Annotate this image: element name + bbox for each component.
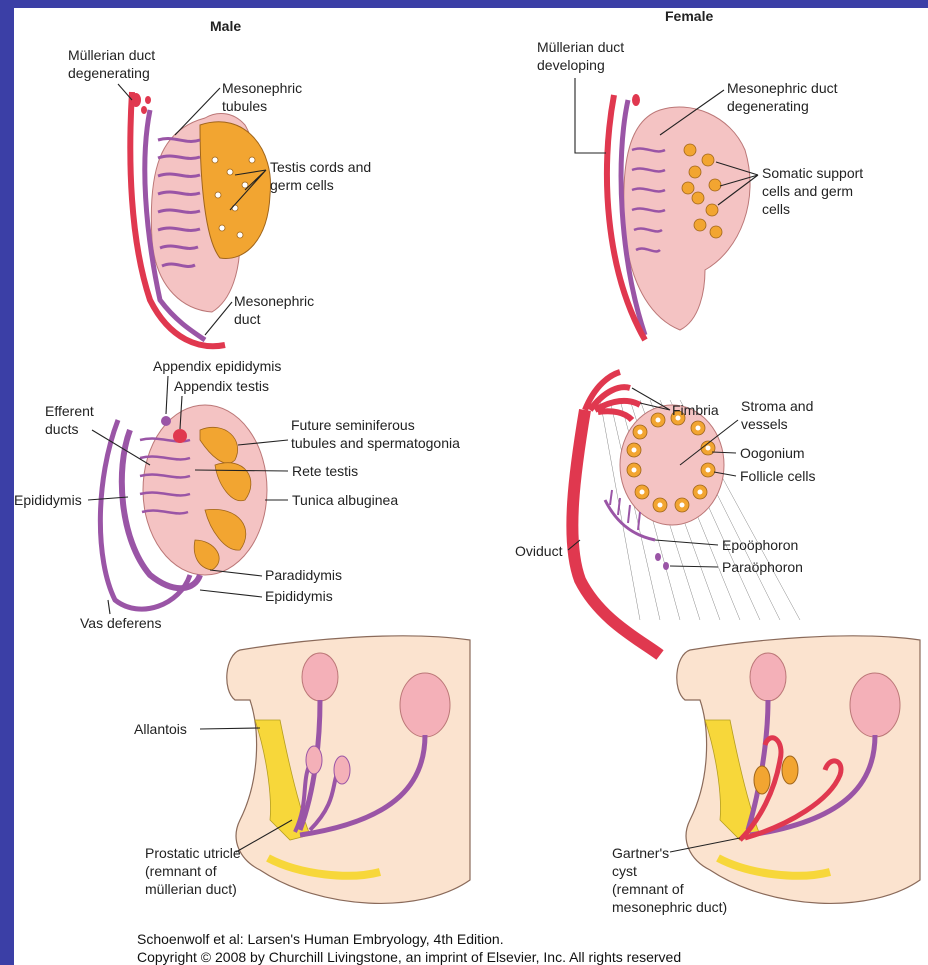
label-paraophoron: Paraöphoron [722,559,803,575]
male-testis-drawing [100,405,267,609]
label-testis-cords: Testis cords and germ cells [270,159,375,193]
leader-appendix-epididymis [166,376,168,414]
label-epididymis-lower: Epididymis [265,588,333,604]
label-future-seminiferous: Future seminiferous tubules and spermato… [291,417,460,451]
female-urogenital-drawing [677,636,920,904]
leader-mullerian-developing [575,78,606,153]
label-vas-deferens: Vas deferens [80,615,161,631]
label-oviduct: Oviduct [515,543,563,559]
female-header: Female [665,8,713,24]
leader-allantois [200,728,260,729]
label-tunica-albuginea: Tunica albuginea [292,492,398,508]
label-efferent-ducts: Efferent ducts [45,403,98,437]
label-somatic-support: Somatic support cells and germ cells [762,165,867,217]
label-appendix-epididymis: Appendix epididymis [153,358,281,374]
male-header: Male [210,18,241,34]
leader-epididymis-lower [200,590,262,597]
label-mullerian-degenerating: Müllerian duct degenerating [68,47,159,81]
label-allantois: Allantois [134,721,187,737]
label-oogonium: Oogonium [740,445,805,461]
label-mullerian-developing: Müllerian duct developing [537,39,628,73]
label-mesonephric-degenerating: Mesonephric duct degenerating [727,80,841,114]
female-indifferent-gonad-drawing [607,94,750,340]
label-paradidymis: Paradidymis [265,567,342,583]
label-follicle-cells: Follicle cells [740,468,815,484]
label-stroma: Stroma and vessels [741,398,817,432]
leader-paraophoron [670,566,718,567]
label-fimbria: Fimbria [672,402,719,418]
label-mesonephric-tubules: Mesonephric tubules [222,80,306,114]
label-prostatic-utricle: Prostatic utricle (remnant of müllerian … [145,845,245,897]
male-urogenital-drawing [227,636,470,904]
label-rete-testis: Rete testis [292,463,358,479]
leader-vas-deferens [108,600,110,614]
citation-line-1: Schoenwolf et al: Larsen's Human Embryol… [137,931,504,947]
citation-line-2: Copyright © 2008 by Churchill Livingston… [137,949,681,965]
label-appendix-testis: Appendix testis [174,378,269,394]
label-epoophoron: Epoöphoron [722,537,798,553]
label-epididymis-left: Epididymis [14,492,82,508]
label-mesonephric-duct: Mesonephric duct [234,293,318,327]
